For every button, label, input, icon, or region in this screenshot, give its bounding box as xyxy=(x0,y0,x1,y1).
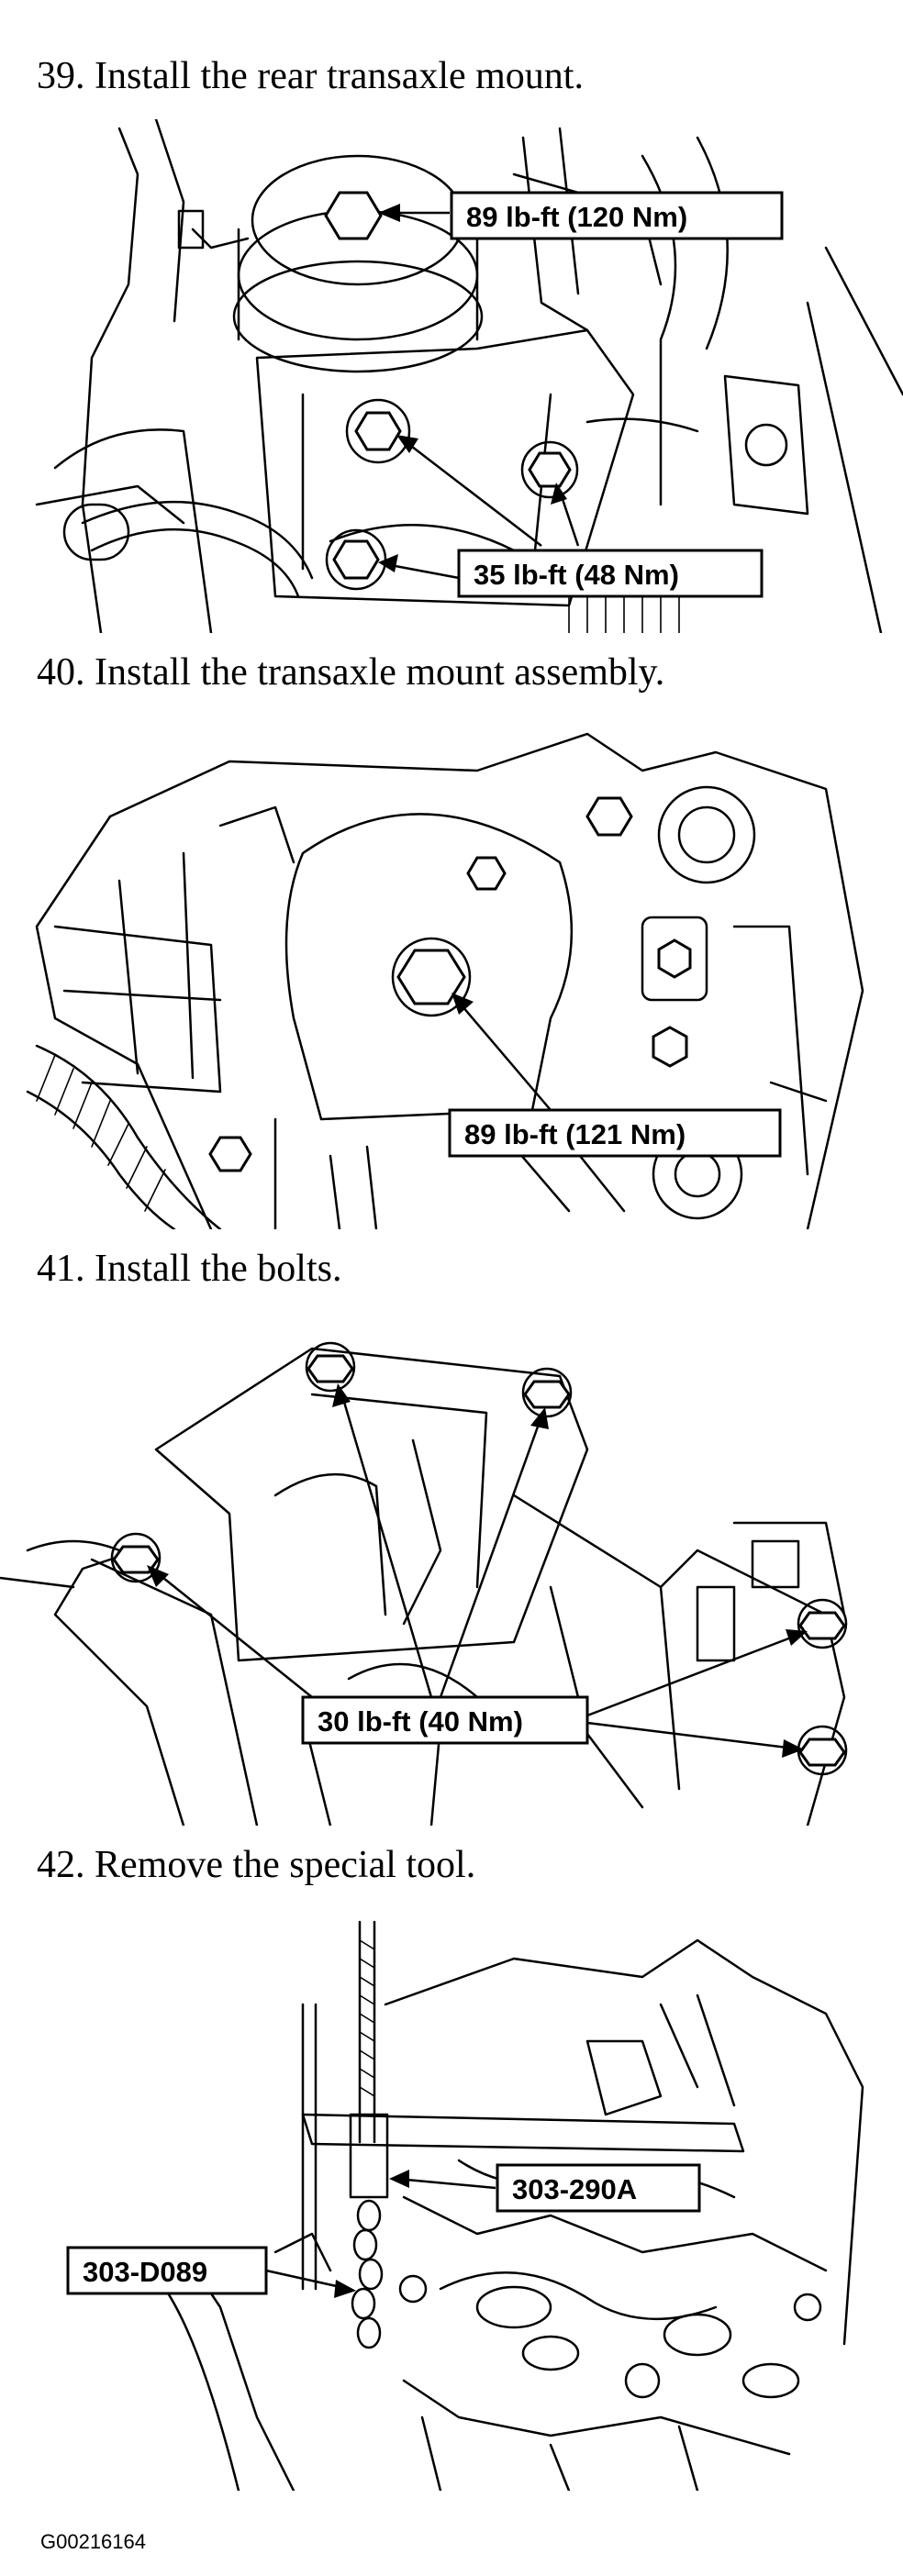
bolt-top-left xyxy=(305,1341,356,1393)
step-39-heading: 39. Install the rear transaxle mount. xyxy=(37,57,584,95)
figure-code: G00216164 xyxy=(40,2530,146,2553)
illustration-install-bolts: 30 lb-ft (40 Nm) xyxy=(0,1341,848,1826)
tool-chain xyxy=(351,2199,384,2349)
bolt-top-right xyxy=(585,796,633,837)
torque-callout-box: 30 lb-ft (40 Nm) xyxy=(301,1695,589,1745)
figure-install-bolts: 30 lb-ft (40 Nm) xyxy=(0,1312,903,1826)
bolt-lower-left xyxy=(332,539,380,580)
bolt-right-lower xyxy=(797,1725,848,1776)
torque-callout-box: 89 lb-ft (121 Nm) xyxy=(448,1108,782,1158)
mount-center-bolt xyxy=(396,949,466,1005)
figure-transaxle-mount-assembly: 89 lb-ft (121 Nm) xyxy=(0,716,903,1229)
torque-callout-box: 89 lb-ft (120 Nm) xyxy=(450,191,784,240)
illustration-remove-special-tool: 303-290A 303-D089 xyxy=(66,1920,864,2491)
step-number: 42. xyxy=(37,1844,85,1886)
figure-rear-transaxle-mount: 89 lb-ft (120 Nm) 35 lb-ft (48 Nm) xyxy=(0,119,903,633)
callout-torque-mount-bolt: 89 lb-ft (121 Nm) xyxy=(464,1118,686,1150)
step-text: Remove the special tool. xyxy=(95,1844,476,1886)
callout-torque-mount-bolt: 89 lb-ft (120 Nm) xyxy=(466,201,687,233)
callout-torque-bolts: 30 lb-ft (40 Nm) xyxy=(318,1705,523,1738)
step-text: Install the transaxle mount assembly. xyxy=(95,651,665,694)
figure-remove-special-tool: 303-290A 303-D089 xyxy=(0,1904,903,2491)
callout-tool-303-290a: 303-290A xyxy=(512,2173,637,2205)
step-text: Install the rear transaxle mount. xyxy=(95,55,584,97)
callout-tool-303-d089: 303-D089 xyxy=(83,2256,207,2288)
step-number: 41. xyxy=(37,1248,85,1290)
step-40-heading: 40. Install the transaxle mount assembly… xyxy=(37,653,664,692)
tool-303-290a-block xyxy=(349,2113,389,2199)
step-42-heading: 42. Remove the special tool. xyxy=(37,1846,475,1884)
bolt-right-upper xyxy=(797,1598,848,1649)
illustration-transaxle-mount-assembly: 89 lb-ft (121 Nm) xyxy=(26,732,864,1229)
bolt-top-small xyxy=(466,856,507,891)
step-41-heading: 41. Install the bolts. xyxy=(37,1249,341,1288)
bolt-center xyxy=(354,411,402,451)
bolt-left xyxy=(110,1532,162,1583)
illustration-rear-transaxle-mount: 89 lb-ft (120 Nm) 35 lb-ft (48 Nm) xyxy=(35,119,903,633)
tool-callout-box: 303-290A xyxy=(496,2163,701,2213)
tool-callout-box: 303-D089 xyxy=(66,2246,268,2295)
torque-callout-box: 35 lb-ft (48 Nm) xyxy=(457,549,764,598)
mount-bolt-top xyxy=(324,191,383,240)
step-text: Install the bolts. xyxy=(95,1248,342,1290)
bolt-right xyxy=(528,451,572,488)
step-number: 40. xyxy=(37,651,85,694)
bolt-top-right xyxy=(521,1367,573,1418)
step-number: 39. xyxy=(37,55,85,97)
callout-torque-bracket-bolts: 35 lb-ft (48 Nm) xyxy=(474,559,679,591)
